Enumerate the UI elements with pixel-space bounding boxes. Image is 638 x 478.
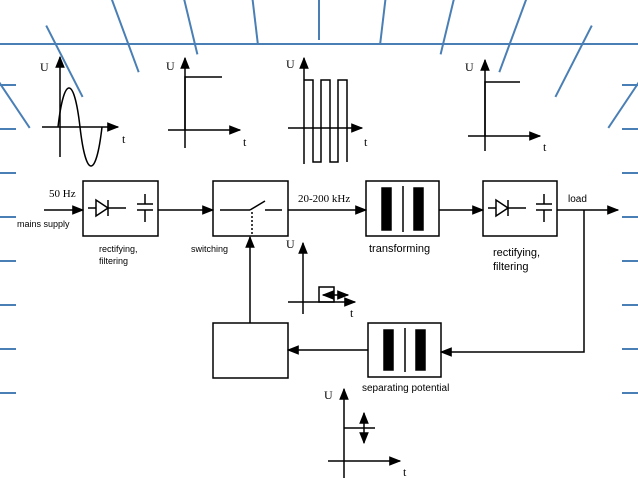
rectifier-label-line1: rectifying, [99, 244, 138, 254]
output-rectifier-label-line2: filtering [493, 261, 528, 273]
axis-label-u: U [40, 60, 49, 74]
axis-label-t: t [122, 132, 126, 146]
axis-label-t: t [543, 140, 547, 154]
waveform-voltage-regulation [328, 387, 402, 478]
waveform-step-dc [168, 56, 242, 148]
block-frame [212, 180, 289, 237]
decorative-ray [379, 0, 387, 44]
waveform-sine [42, 55, 120, 167]
axis-label-u: U [286, 57, 295, 71]
axis-label-u: U [324, 388, 333, 402]
decorative-background [0, 0, 638, 394]
decorative-ray [45, 25, 84, 98]
separating-potential-label: separating potential [362, 383, 449, 394]
transformer-block [365, 180, 440, 237]
block-frame [365, 180, 440, 237]
transformer-coil-secondary [415, 329, 426, 371]
switching-frequency-label: 20-200 kHz [298, 193, 350, 205]
switching-label: switching [191, 244, 228, 254]
switch-lever [249, 200, 266, 211]
dc-level-line [484, 81, 520, 136]
decorative-ray [554, 25, 593, 98]
decorative-ray [607, 81, 638, 129]
axis-label-u: U [465, 60, 474, 74]
block-frame [82, 180, 159, 237]
block-frame [482, 180, 558, 237]
waveform-pwm-control [288, 241, 357, 314]
decorative-ray [0, 81, 31, 129]
axis-label-t: t [364, 135, 368, 149]
load-label: load [568, 194, 587, 205]
waveform-step-output [468, 58, 542, 151]
feedback-path [439, 210, 585, 357]
axis-label-t: t [403, 465, 407, 478]
diode-icon [95, 198, 110, 218]
square-wave-line [304, 79, 348, 163]
axis-label-u: U [286, 237, 295, 251]
decorative-ray [251, 0, 259, 44]
decorative-ray [183, 0, 199, 55]
decorative-side-ticks [0, 84, 638, 394]
rectifier-filter-block [82, 180, 159, 237]
mains-supply-label: mains supply [17, 219, 70, 229]
axis-label-u: U [166, 59, 175, 73]
sine-wave-line [57, 87, 103, 167]
decorative-ray [110, 0, 140, 73]
decorative-ray [498, 0, 528, 73]
transforming-label: transforming [369, 243, 430, 255]
axis-label-t: t [243, 135, 247, 149]
output-rectifier-filter-block [482, 180, 558, 237]
transformer-coil-primary [383, 329, 394, 371]
axis-label-t: t [350, 306, 354, 320]
dc-level-line [184, 76, 222, 130]
input-frequency-label: 50 Hz [49, 188, 76, 200]
diode-icon [495, 198, 510, 218]
transformer-coil-secondary [413, 187, 424, 231]
rectifier-label-line2: filtering [99, 256, 128, 266]
decorative-ray [439, 0, 455, 55]
transformer-coil-primary [381, 187, 392, 231]
waveform-square [288, 56, 364, 164]
switching-block [212, 180, 289, 237]
output-rectifier-label-line1: rectifying, [493, 247, 540, 259]
isolation-transformer-block [367, 322, 442, 378]
control-block [212, 322, 289, 379]
